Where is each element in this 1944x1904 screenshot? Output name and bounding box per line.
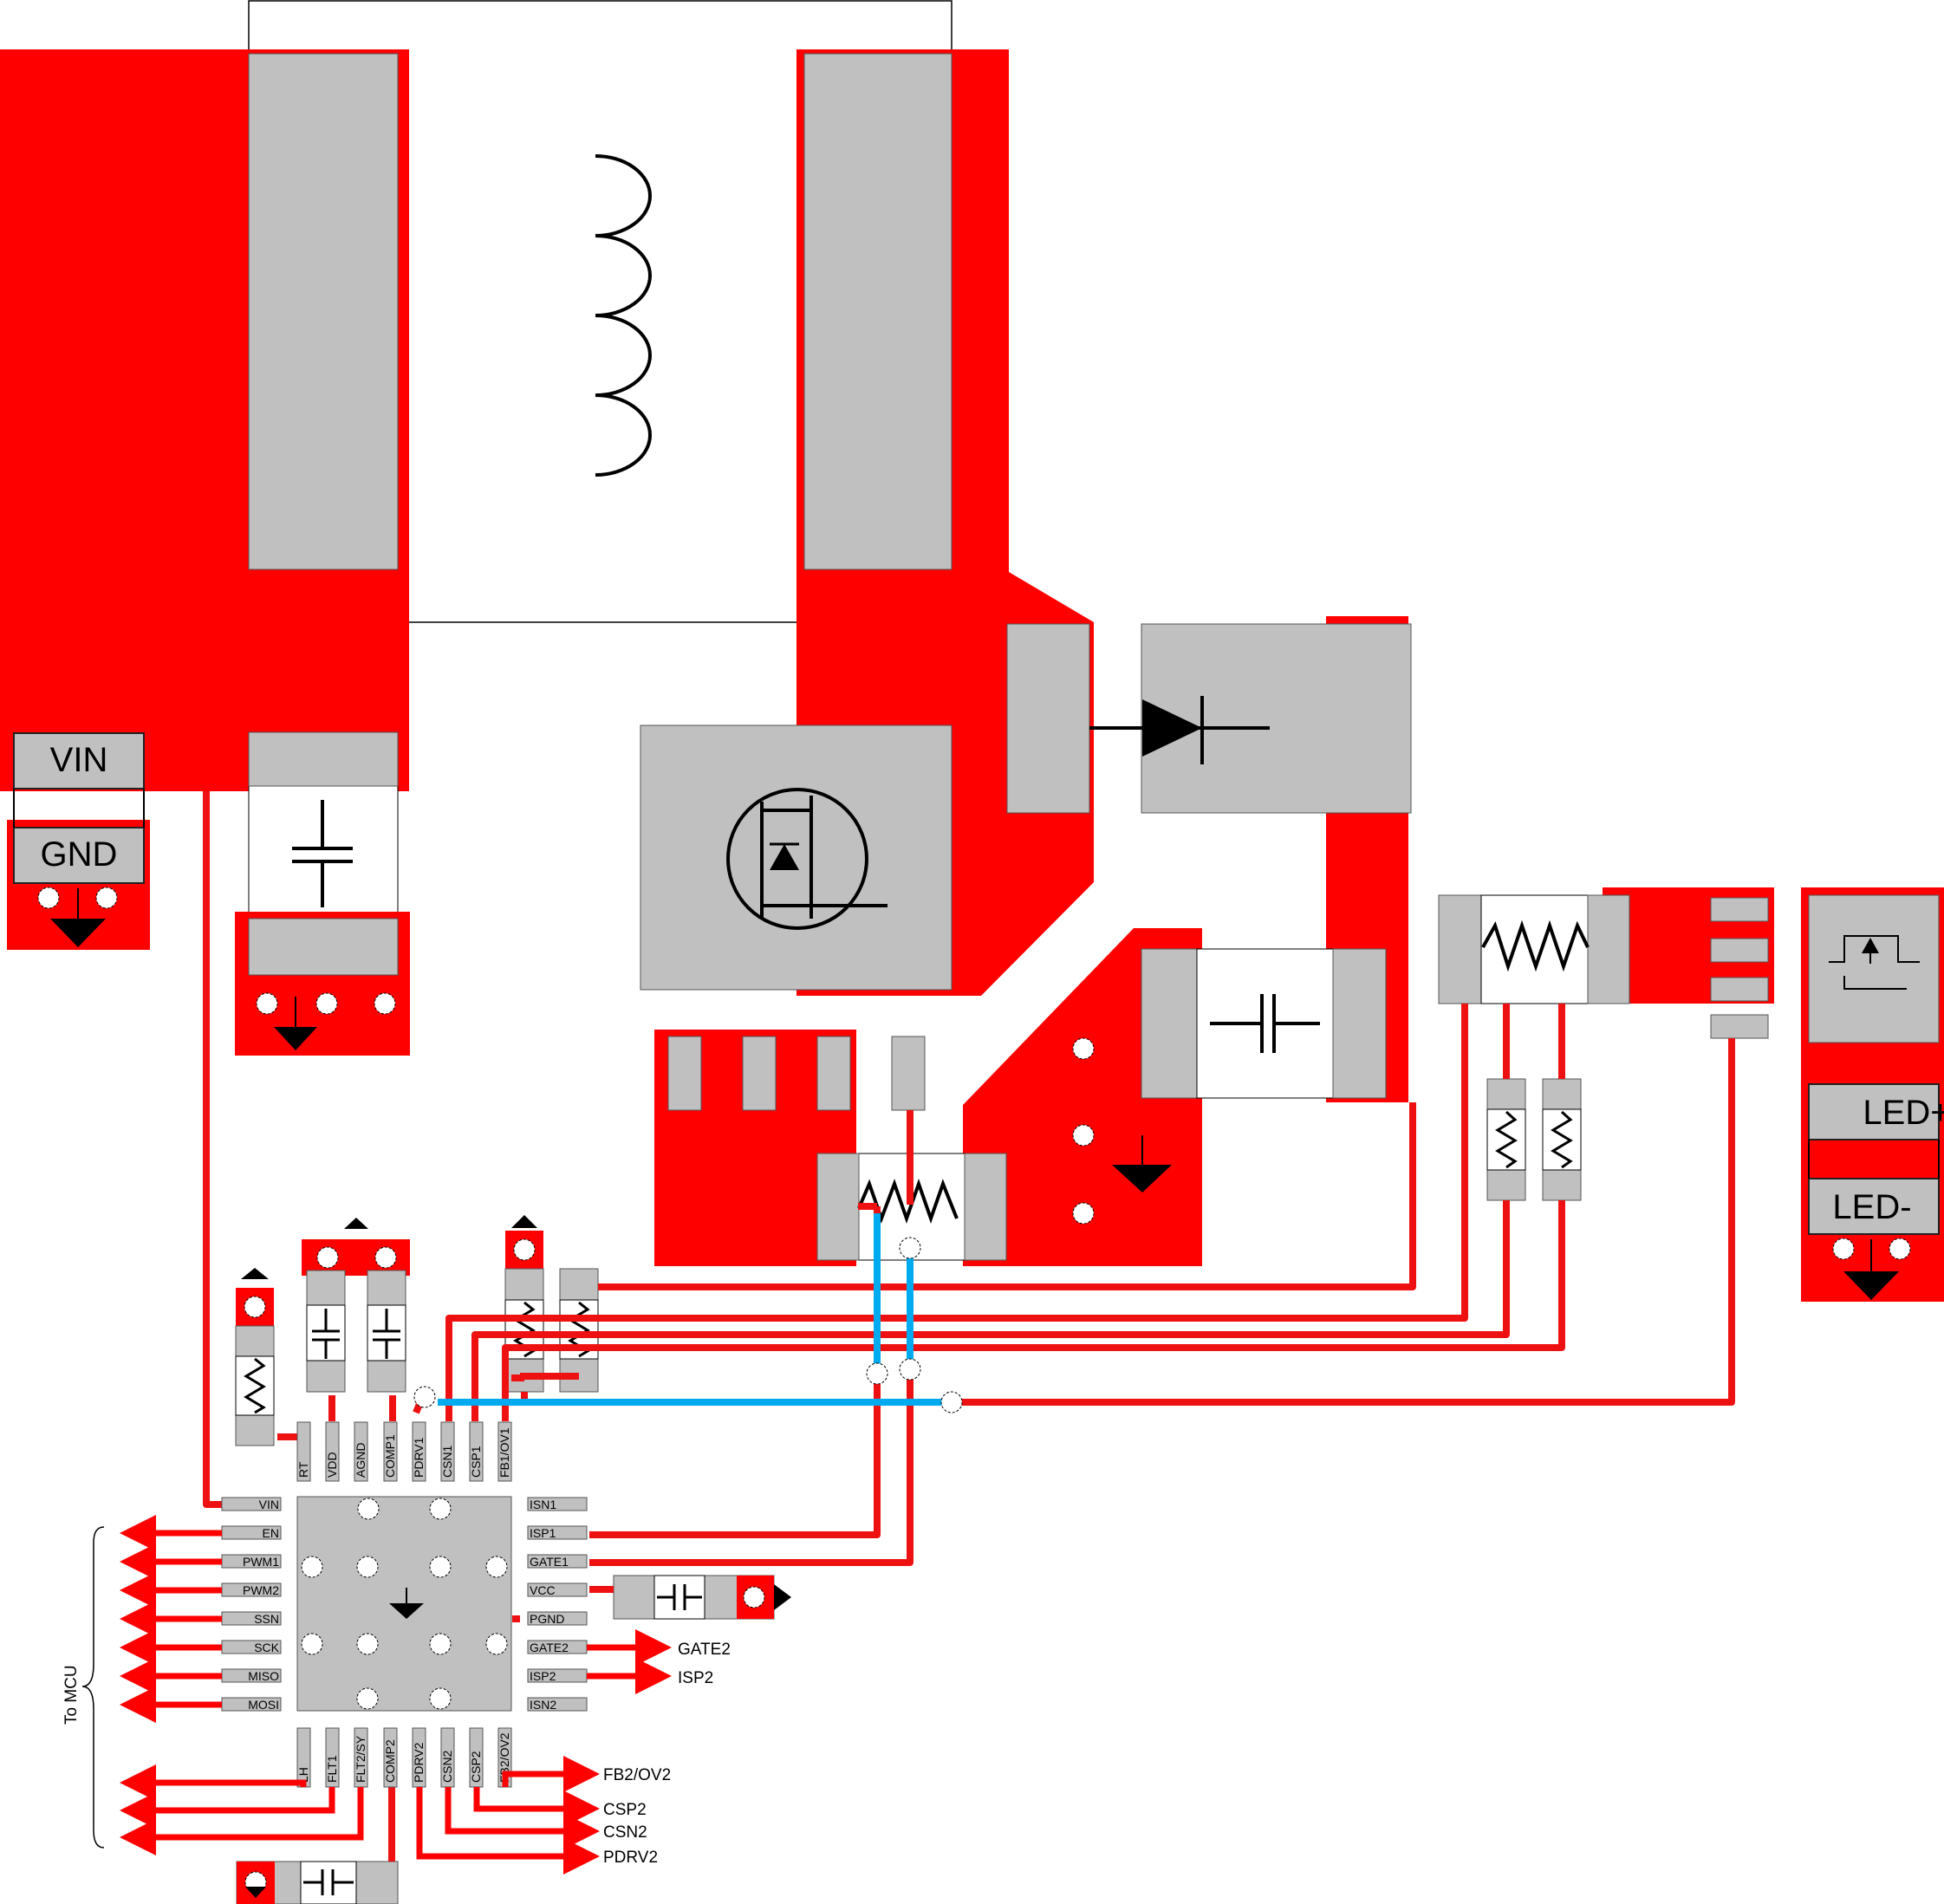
output-signal-arrows: [416, 1629, 672, 1875]
pin-vdd: VDD: [325, 1452, 339, 1478]
pin-gate2: GATE2: [530, 1641, 569, 1654]
pin-csp1: CSP1: [469, 1446, 483, 1478]
pin-pdrv2: PDRV2: [412, 1742, 426, 1783]
pin-en: EN: [263, 1526, 279, 1540]
csp2-label: CSP2: [603, 1801, 647, 1819]
pin-vcc: VCC: [530, 1583, 556, 1597]
pin-flt1: FLT1: [325, 1755, 339, 1783]
ground-icon: [1112, 1165, 1172, 1192]
isp2-label: ISP2: [678, 1669, 713, 1687]
pin-agnd: AGND: [354, 1443, 367, 1478]
comp2-capacitor: [236, 1861, 399, 1904]
gate2-label: GATE2: [678, 1641, 731, 1659]
pin-comp1: COMP1: [383, 1434, 397, 1478]
to-mcu-label: To MCU: [62, 1665, 81, 1725]
pin-fb2-ov2: FB2/OV2: [497, 1732, 511, 1783]
pin-csn2: CSN2: [440, 1750, 454, 1783]
mosfet: [640, 725, 952, 991]
pin-comp2: COMP2: [383, 1739, 397, 1783]
inductor-symbol: [595, 154, 652, 477]
vdd-comp-capacitors: [302, 1218, 410, 1393]
output-capacitor: [963, 928, 1387, 1266]
inductor-pad-left: [248, 53, 399, 570]
led-connector: LED+ LED-: [1801, 887, 1944, 1302]
pin-flt2-sy: FLT2/SY: [354, 1735, 367, 1783]
pin-isn1: ISN1: [530, 1498, 556, 1511]
switch-sense-resistor: [654, 1030, 1007, 1266]
gnd-label: GND: [41, 835, 118, 874]
pin-sck: SCK: [254, 1641, 279, 1654]
led-minus-label: LED-: [1832, 1188, 1911, 1226]
pin-gate1: GATE1: [530, 1555, 569, 1569]
pin-pwm1: PWM1: [243, 1555, 279, 1569]
ground-icon: [274, 1027, 317, 1050]
pin-pgnd: PGND: [530, 1612, 564, 1626]
pin-csp2: CSP2: [469, 1751, 483, 1783]
vcc-capacitor: [613, 1575, 791, 1620]
fb2-ov2-label: FB2/OV2: [603, 1766, 671, 1784]
input-capacitor: [235, 731, 410, 1056]
pin-lh: LH: [296, 1767, 310, 1783]
pin-isp2: ISP2: [530, 1669, 556, 1683]
pin-mosi: MOSI: [248, 1698, 279, 1712]
pin-isn2: ISN2: [530, 1698, 556, 1712]
pin-miso: MISO: [248, 1669, 279, 1683]
pin-csn1: CSN1: [440, 1445, 454, 1478]
pin-vin: VIN: [259, 1498, 279, 1511]
blue-traces: [438, 1213, 952, 1406]
led-sense-resistor: [1438, 887, 1774, 1039]
inductor-pad-right: [803, 53, 952, 570]
pin-isp1: ISP1: [530, 1526, 556, 1540]
ground-icon: [50, 919, 106, 947]
pin-pdrv1: PDRV1: [412, 1437, 426, 1478]
diode: [1006, 616, 1412, 1102]
csn2-label: CSN2: [603, 1823, 647, 1842]
ground-icon: [1843, 1271, 1899, 1300]
ic-right-pins: ISN1 ISP1 GATE1 VCC PGND GATE2 ISP2 ISN2: [527, 1497, 588, 1712]
fb1-divider: [504, 1215, 599, 1393]
controller-ic: RT VDD AGND COMP1 PDRV1 CSN1 CSP1 FB1/OV…: [221, 1421, 588, 1788]
rt-resistor: [235, 1268, 275, 1446]
pin-rt: RT: [296, 1461, 310, 1478]
ground-icon: [389, 1603, 424, 1619]
pin-ssn: SSN: [254, 1612, 279, 1626]
mcu-bracket: [81, 1526, 105, 1849]
ic-left-pins: VIN EN PWM1 PWM2 SSN SCK MISO MOSI: [221, 1497, 282, 1712]
mcu-arrows: [120, 1515, 364, 1855]
sense-divider-resistors: [1486, 1078, 1582, 1201]
pdrv2-label: PDRV2: [603, 1849, 658, 1867]
ic-top-pins: RT VDD AGND COMP1 PDRV1 CSN1 CSP1 FB1/OV…: [296, 1421, 512, 1482]
vin-gnd-connector: VIN GND: [7, 732, 150, 950]
pin-pwm2: PWM2: [243, 1583, 279, 1597]
ic-bottom-pins: LH FLT1 FLT2/SY COMP2 PDRV2 CSN2 CSP2 FB…: [296, 1727, 512, 1788]
vin-label: VIN: [50, 741, 108, 779]
led-plus-label: LED+: [1863, 1094, 1944, 1132]
pin-fb1-ov1: FB1/OV1: [497, 1427, 511, 1478]
vias: [413, 1237, 963, 1413]
